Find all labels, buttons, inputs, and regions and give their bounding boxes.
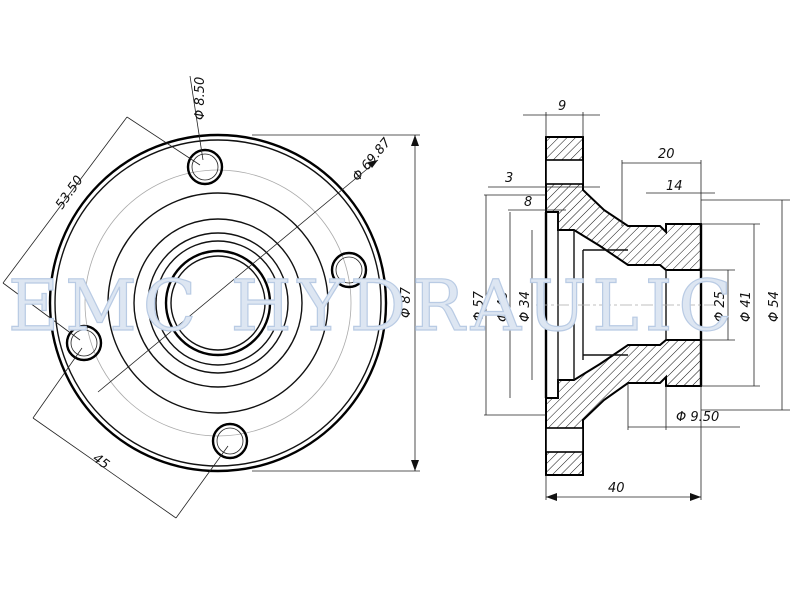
dim-dia-25: Φ 25 (713, 291, 728, 322)
hub-step-inner (133, 218, 303, 388)
dim-hub-length: 20 (658, 147, 675, 162)
section-lower-half (545, 339, 702, 476)
ext-line (175, 445, 229, 519)
section-view: 9 20 14 3 8 Φ 57 Φ 43 Φ 34 Φ 25 Φ 41 Φ 5… (472, 99, 790, 501)
bore-inner (170, 255, 266, 351)
arrow-head (411, 135, 419, 146)
dim-dia-43: Φ 43 (496, 291, 511, 322)
bolt-hole-right (330, 251, 368, 289)
ext-line (126, 116, 201, 166)
arrow-head (368, 160, 378, 168)
dim-dia-54: Φ 54 (767, 291, 782, 322)
dim-dia-57: Φ 57 (472, 290, 487, 322)
dim-flange-thickness: 9 (558, 99, 566, 114)
dim-45-line (32, 417, 177, 519)
section-bolt-hole-top (545, 159, 584, 185)
bolt-circle-dim-line (97, 159, 379, 393)
ext-line (32, 347, 83, 419)
bolt-hole-bottom-inner (216, 427, 244, 455)
hub-shoulder (147, 232, 289, 374)
bolt-hole-leader (189, 75, 204, 161)
arrow-head (546, 493, 557, 501)
flange-chamfer (54, 139, 382, 467)
bolt-hole-top-inner (191, 153, 219, 181)
ext-line (2, 282, 81, 341)
dim-span-b: 45 (90, 451, 112, 473)
flange-outer-edge (48, 133, 388, 473)
section-bolt-hole-bottom (545, 427, 584, 453)
arrow-head (690, 493, 701, 501)
bolt-hole-bottom (211, 422, 249, 460)
dim-dia-87: Φ 87 (399, 286, 414, 318)
dim-overall-length: 40 (608, 481, 625, 496)
dim-bore-depth: 14 (666, 179, 683, 194)
dim-dia-34: Φ 34 (518, 291, 533, 322)
dim-dia-41: Φ 41 (739, 291, 754, 322)
dim-3: 3 (505, 171, 513, 186)
dim-groove: Φ 9.50 (676, 410, 719, 425)
watermark: EMC HYDRAULIC (8, 265, 738, 347)
hub-step-outer (107, 192, 329, 414)
dim-8: 8 (524, 195, 532, 210)
dim-bolt-hole: Φ 8.50 (193, 77, 208, 120)
bore-chamfer (155, 240, 281, 366)
dim-53-line (2, 116, 128, 284)
dim-bolt-circle: Φ 69.87 (350, 135, 395, 185)
bolt-hole-top (186, 148, 224, 186)
bore-outer (164, 249, 272, 357)
bolt-hole-left (65, 324, 103, 362)
bolt-hole-left-inner (70, 329, 98, 357)
arrow-head (411, 460, 419, 471)
bolt-hole-right-inner (335, 256, 363, 284)
